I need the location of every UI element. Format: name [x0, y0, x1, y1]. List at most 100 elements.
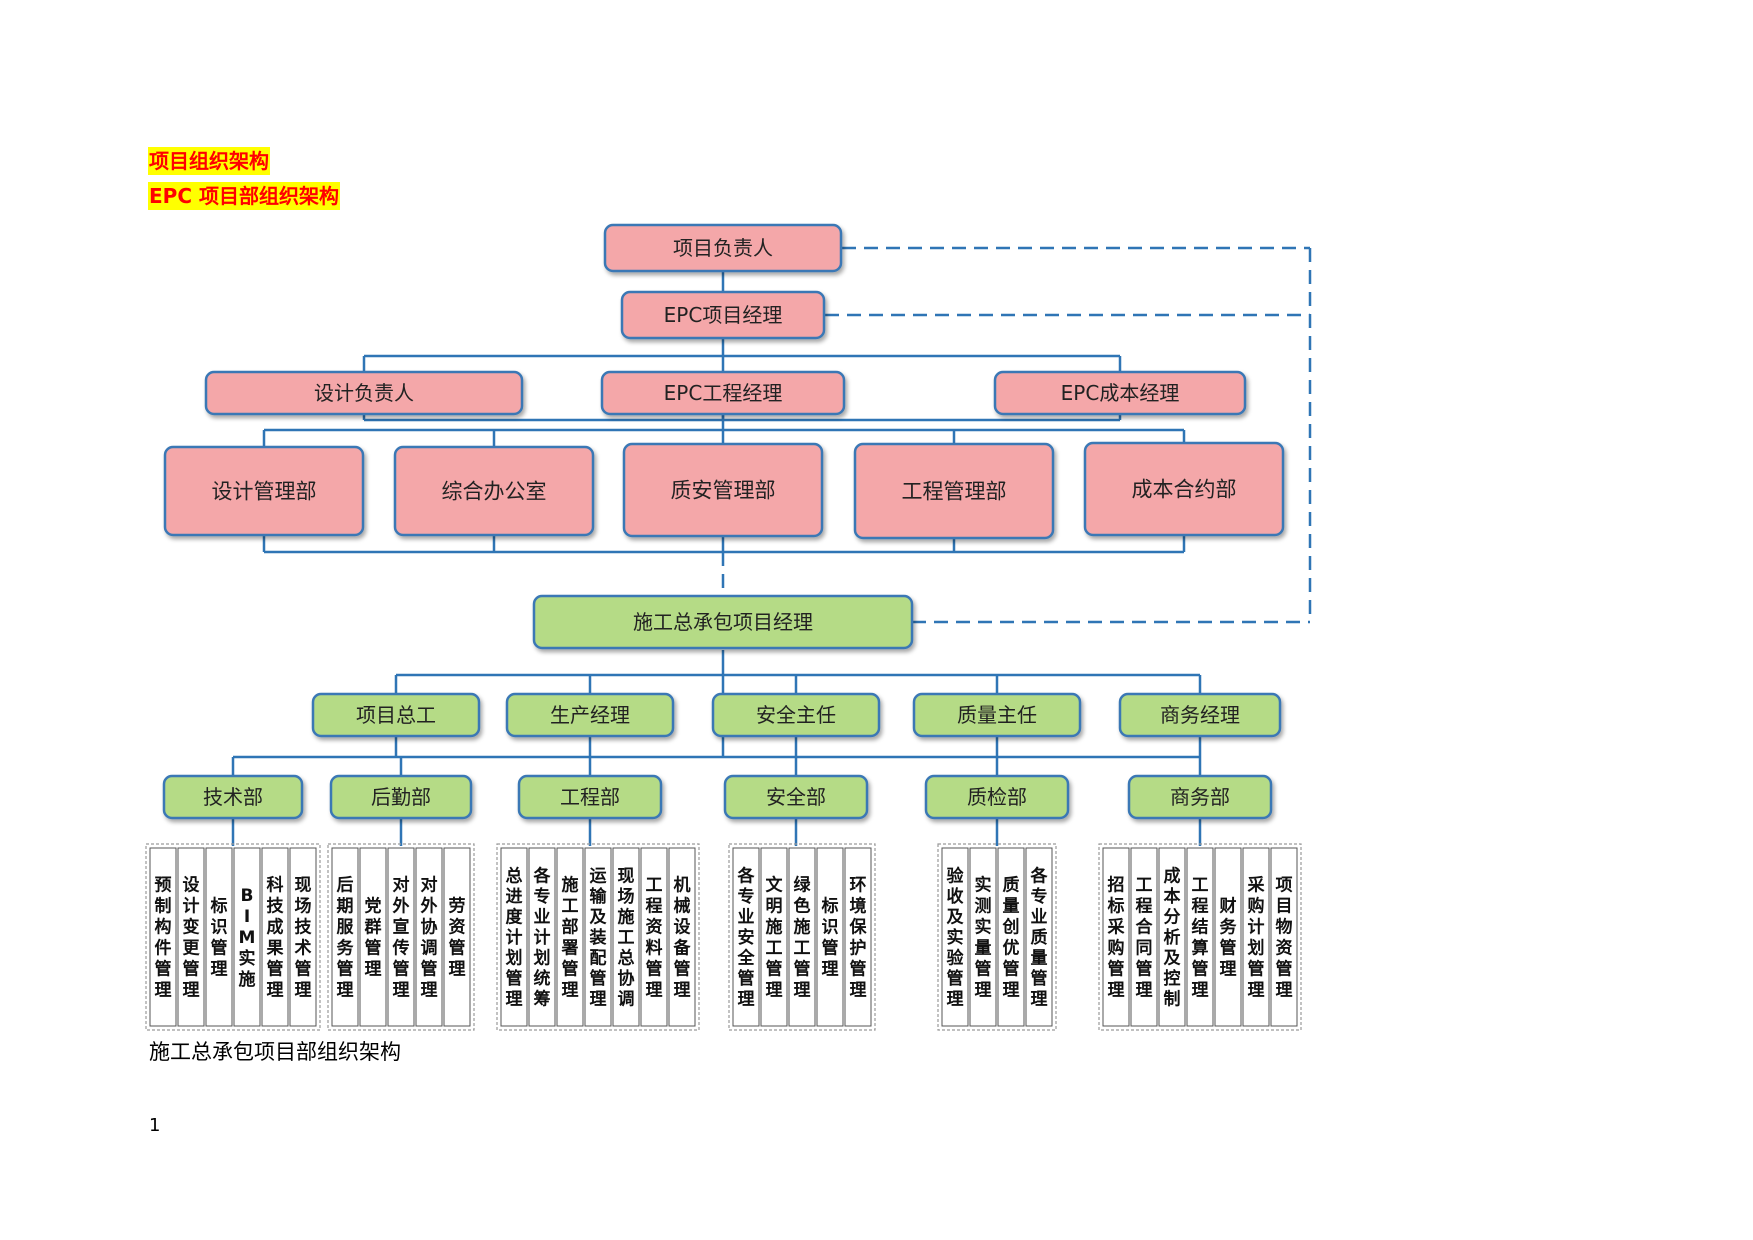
box-manager-2: 生产经理 [505, 692, 675, 738]
box-epc-pm: EPC项目经理 [620, 290, 826, 340]
duty-column-frame [1130, 847, 1158, 1027]
duty-char: 安 [738, 927, 755, 948]
duty-char: 构 [155, 917, 172, 938]
duty-column-frame [415, 847, 443, 1027]
duty-char: 工 [1192, 876, 1209, 896]
duty-column-frame [640, 847, 668, 1027]
duty-char: 实 [975, 875, 992, 896]
duty-char: 保 [849, 917, 868, 938]
caption: 施工总承包项目部组织架构 [149, 1040, 401, 1064]
duty-char: 技 [267, 896, 285, 917]
box-epc-dept-1-shape [163, 445, 365, 537]
box-epc-cost-manager: EPC成本经理 [993, 370, 1247, 416]
duty-char: 识 [211, 918, 228, 938]
box-manager-1: 项目总工 [311, 692, 481, 738]
duty-char: 统 [534, 968, 551, 989]
duty-char: 理 [365, 960, 382, 980]
duty-char: 管 [646, 959, 663, 980]
duty-char: 协 [421, 917, 438, 938]
duty-char: 预 [155, 876, 172, 896]
duty-char: 工 [562, 897, 579, 917]
duty-char: 业 [1031, 908, 1048, 928]
duty-char: 及 [590, 908, 608, 928]
duty-char: 实 [975, 917, 992, 938]
duty-char: 管 [393, 959, 410, 980]
box-manager-4-shape [912, 692, 1082, 738]
duty-char: 同 [1136, 939, 1153, 959]
duty-char: 管 [506, 968, 523, 989]
duty-char: 管 [183, 959, 200, 980]
duty-char: 料 [646, 938, 663, 959]
duty-char: 理 [766, 981, 783, 1001]
duty-char: 业 [738, 908, 755, 928]
duty-char: 理 [506, 990, 523, 1010]
box-epc-cost-manager-shape [993, 370, 1247, 416]
duty-char: 各 [533, 866, 552, 887]
duty-char: 验 [947, 948, 965, 969]
duty-char: 施 [766, 917, 783, 938]
duty-char: 创 [1002, 917, 1020, 938]
duty-column-frame [528, 847, 556, 1027]
duty-column-frame [1158, 847, 1186, 1027]
box-dept-1-label: 技术部 [203, 785, 263, 809]
duty-char: 配 [590, 949, 607, 969]
box-epc-dept-3-label: 质安管理部 [671, 479, 776, 503]
box-gc-pm: 施工总承包项目经理 [532, 594, 914, 650]
duty-char: 管 [822, 938, 839, 959]
box-epc-dept-1-label: 设计管理部 [212, 480, 317, 504]
duty-char: 理 [794, 981, 811, 1001]
duty-char: 理 [211, 960, 228, 980]
duty-char: 理 [975, 981, 992, 1001]
duty-char: 业 [534, 908, 551, 928]
duty-column-frame [331, 847, 359, 1027]
box-epc-dept-5: 成本合约部 [1083, 441, 1285, 537]
duty-char: 外 [421, 896, 438, 917]
duty-char: 计 [183, 896, 200, 917]
duty-char: 制 [155, 896, 172, 917]
duty-char: M [239, 928, 256, 948]
duty-char: 质 [1003, 876, 1020, 896]
duty-char: 后 [337, 876, 354, 896]
duty-char: 量 [1031, 948, 1048, 969]
box-manager-3: 安全主任 [711, 692, 881, 738]
box-dept-2-shape [329, 774, 473, 820]
box-epc-pm-label: EPC项目经理 [664, 303, 783, 327]
duty-char: 绿 [794, 875, 812, 896]
duty-char: 度 [506, 907, 524, 928]
duty-char: 制 [1164, 989, 1181, 1010]
duty-char: 务 [1220, 917, 1238, 938]
duty-char: 管 [738, 968, 755, 989]
duty-column-frame [1270, 847, 1298, 1027]
box-design-lead: 设计负责人 [204, 370, 524, 416]
duty-char: 理 [337, 981, 354, 1001]
duty-char: 程 [1192, 897, 1209, 917]
duty-char: 理 [267, 981, 284, 1001]
duty-column-frame [1025, 847, 1053, 1027]
duty-char: 工 [618, 928, 635, 948]
box-dept-5: 质检部 [924, 774, 1070, 820]
box-manager-3-label: 安全主任 [756, 703, 836, 727]
duty-char: 现 [618, 867, 635, 887]
duty-char: 标 [822, 896, 839, 917]
duty-char: 理 [155, 981, 172, 1001]
box-dept-4-label: 安全部 [766, 785, 826, 809]
duty-char: 程 [646, 897, 663, 917]
duty-column-frame [149, 847, 177, 1027]
duty-char: 术 [295, 938, 312, 959]
box-project-head: 项目负责人 [603, 223, 843, 273]
box-epc-dept-4: 工程管理部 [853, 442, 1055, 540]
box-dept-3-label: 工程部 [560, 785, 620, 809]
duty-char: 及 [1164, 949, 1182, 969]
